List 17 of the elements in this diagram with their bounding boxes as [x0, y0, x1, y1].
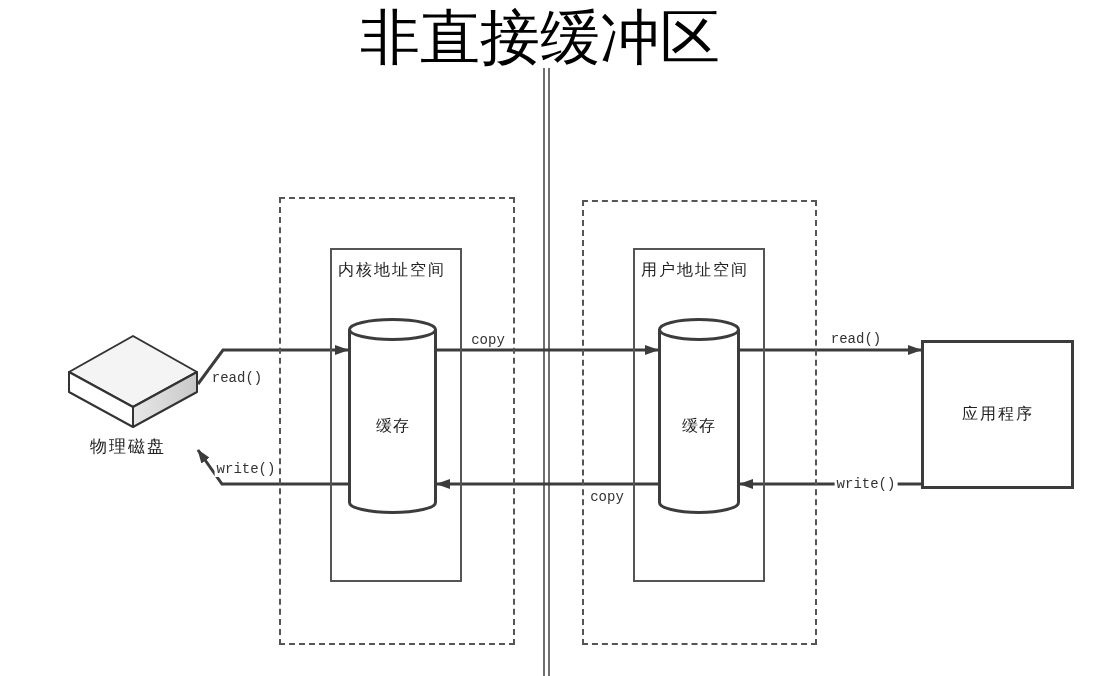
- node-label: 应用程序: [961, 404, 1034, 425]
- dashed-boundary: [582, 200, 817, 645]
- node-label: 物理磁盘: [90, 436, 166, 457]
- address-space-panel: [330, 248, 462, 582]
- address-space-panel: [633, 248, 765, 582]
- panel-heading: 内核地址空间: [338, 260, 446, 280]
- process-box: [921, 340, 1074, 489]
- arrow: [740, 345, 922, 355]
- diagram-title: 非直接缓冲区: [359, 4, 721, 73]
- panel-heading: 用户地址空间: [641, 260, 749, 280]
- arrow: [437, 345, 659, 355]
- edge-label: write(): [834, 476, 898, 492]
- dashed-boundary: [279, 197, 515, 645]
- node-label: 缓存: [375, 415, 410, 437]
- arrow: [196, 449, 348, 486]
- node-label: 缓存: [682, 415, 716, 437]
- arrow: [436, 479, 658, 489]
